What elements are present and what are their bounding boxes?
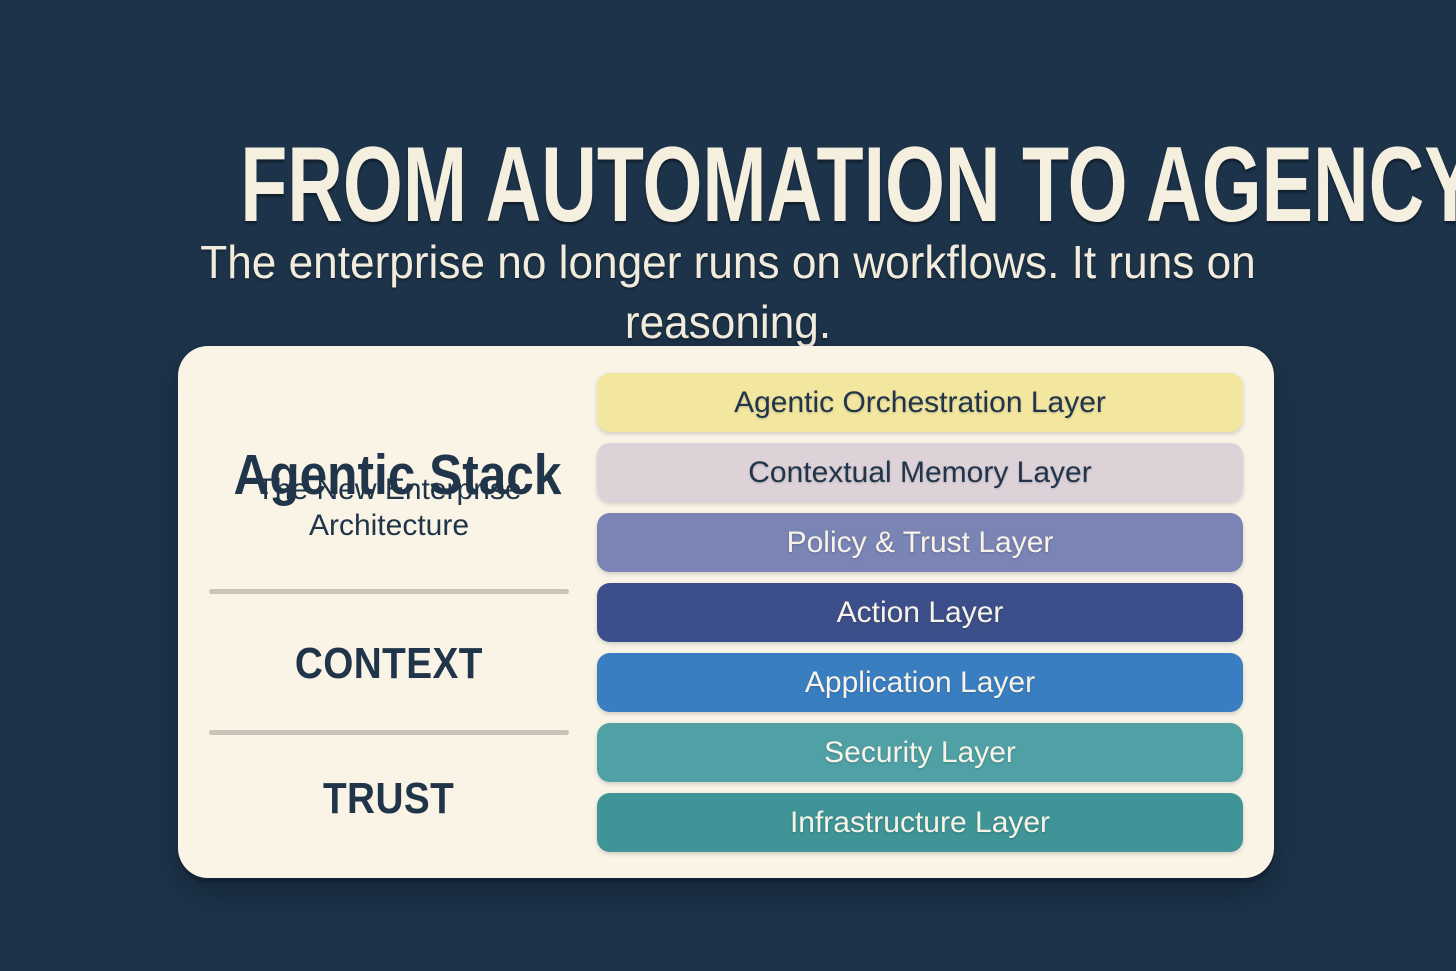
card-subtitle: The New Enterprise Architecture (256, 473, 522, 542)
card-left-column: Agentic Stack The New Enterprise Archite… (209, 346, 569, 878)
divider-top (209, 589, 569, 594)
layer-infrastructure: Infrastructure Layer (597, 793, 1243, 852)
trust-label: TRUST (209, 777, 569, 821)
page-subtitle: The enterprise no longer runs on workflo… (200, 236, 1256, 348)
layer-contextual-memory: Contextual Memory Layer (597, 443, 1243, 502)
page-title-text: FROM AUTOMATION TO AGENCY (240, 123, 1456, 244)
context-label-text: CONTEXT (294, 639, 484, 688)
page-title: FROM AUTOMATION TO AGENCY (0, 123, 1456, 244)
layer-agentic-orchestration: Agentic Orchestration Layer (597, 373, 1243, 432)
trust-label-text: TRUST (323, 774, 455, 823)
context-label: CONTEXT (209, 642, 569, 686)
layer-security: Security Layer (597, 723, 1243, 782)
layer-action: Action Layer (597, 583, 1243, 642)
agentic-stack-card: Agentic Stack The New Enterprise Archite… (178, 346, 1274, 878)
layer-policy-trust: Policy & Trust Layer (597, 513, 1243, 572)
layer-application: Application Layer (597, 653, 1243, 712)
card-title: Agentic Stack (209, 447, 569, 504)
card-title-text: Agentic Stack (233, 443, 562, 508)
divider-bottom (209, 730, 569, 735)
